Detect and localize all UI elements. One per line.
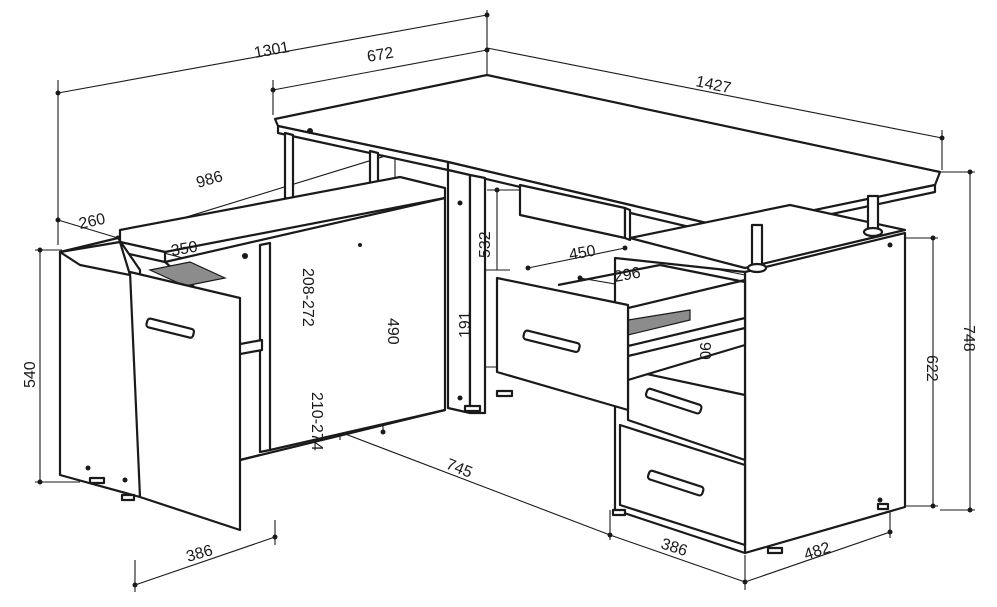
dim-296: 296 [613, 265, 642, 286]
dim-622: 622 [923, 355, 940, 382]
dim-450: 450 [568, 243, 597, 264]
dim-986: 986 [194, 168, 224, 192]
left-extension [58, 175, 447, 532]
desk-body [273, 73, 942, 555]
dim-208-272: 208-272 [299, 268, 316, 327]
dim-540: 540 [22, 361, 39, 388]
dim-210-274: 210-274 [308, 392, 325, 451]
left-side-panel [58, 236, 142, 499]
dim-1427: 1427 [694, 73, 732, 97]
dim-90: 90 [696, 342, 713, 360]
dim-748: 748 [960, 325, 977, 352]
center-panel [446, 168, 472, 415]
dim-482: 482 [802, 539, 833, 563]
dim-490: 490 [384, 318, 401, 345]
dim-260: 260 [77, 211, 107, 233]
dim-191: 191 [457, 311, 474, 338]
dim-350: 350 [170, 239, 199, 260]
dim-532: 532 [477, 231, 494, 258]
dim-386-right: 386 [659, 536, 690, 560]
dim-1301: 1301 [253, 39, 291, 62]
dim-386-left: 386 [184, 542, 214, 566]
dim-672: 672 [366, 45, 395, 66]
dimension-labels: 1301 672 1427 986 260 350 532 450 296 20… [22, 39, 977, 566]
left-door [128, 270, 242, 532]
dim-745: 745 [444, 456, 475, 482]
